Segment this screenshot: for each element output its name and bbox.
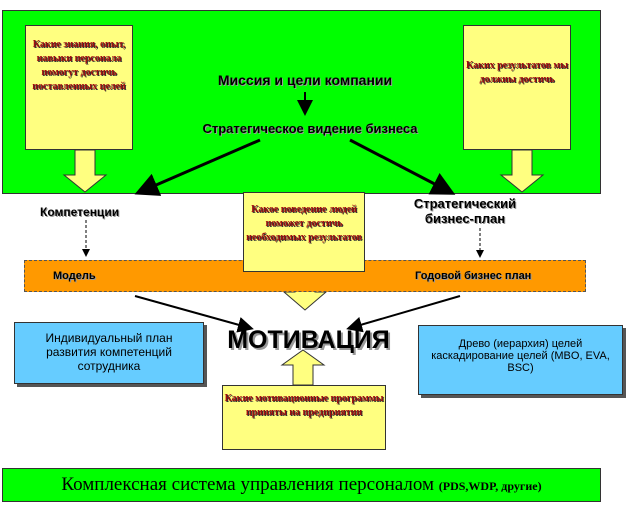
scroll-individual-plan: Индивидуальный план развития компетенций… [14, 322, 204, 384]
model-label: Модель [53, 270, 96, 282]
strategic-plan-label: Стратегический бизнес-план [413, 196, 517, 226]
arrow-vision-plan [349, 138, 456, 195]
note-competence-question: Какие знания, опыт, навыки персонала пом… [25, 25, 133, 150]
annual-plan-label: Годовой бизнес план [415, 270, 532, 282]
footer-main: Комплексная система управления персонало… [61, 474, 434, 495]
arrow-vision-competencies [134, 138, 261, 196]
footer-sub: (PDS,WDP, другие) [438, 479, 542, 493]
arrow-note-programs-up [280, 349, 326, 386]
note-programs-question: Какие мотивационные программы приняты на… [222, 385, 386, 450]
competencies-label: Компетенции [40, 205, 120, 219]
arrow-note-left [62, 149, 108, 193]
mission-label: Миссия и цели компании [217, 72, 393, 88]
motivation-title: МОТИВАЦИЯ [227, 326, 390, 354]
arrow-model-motivation [134, 295, 254, 333]
scroll-goals-tree: Древо (иерархия) целей каскадирование це… [418, 325, 623, 395]
note-results-question: Каких результатов мы должны достичь [463, 25, 571, 150]
footer-system-banner: Комплексная система управления персонало… [2, 468, 601, 502]
arrow-annual-motivation [346, 295, 461, 333]
vision-label: Стратегическое видение бизнеса [202, 121, 418, 136]
arrow-note-right [499, 149, 545, 193]
note-behavior-question: Какое поведение людей поможет достичь не… [243, 192, 365, 272]
